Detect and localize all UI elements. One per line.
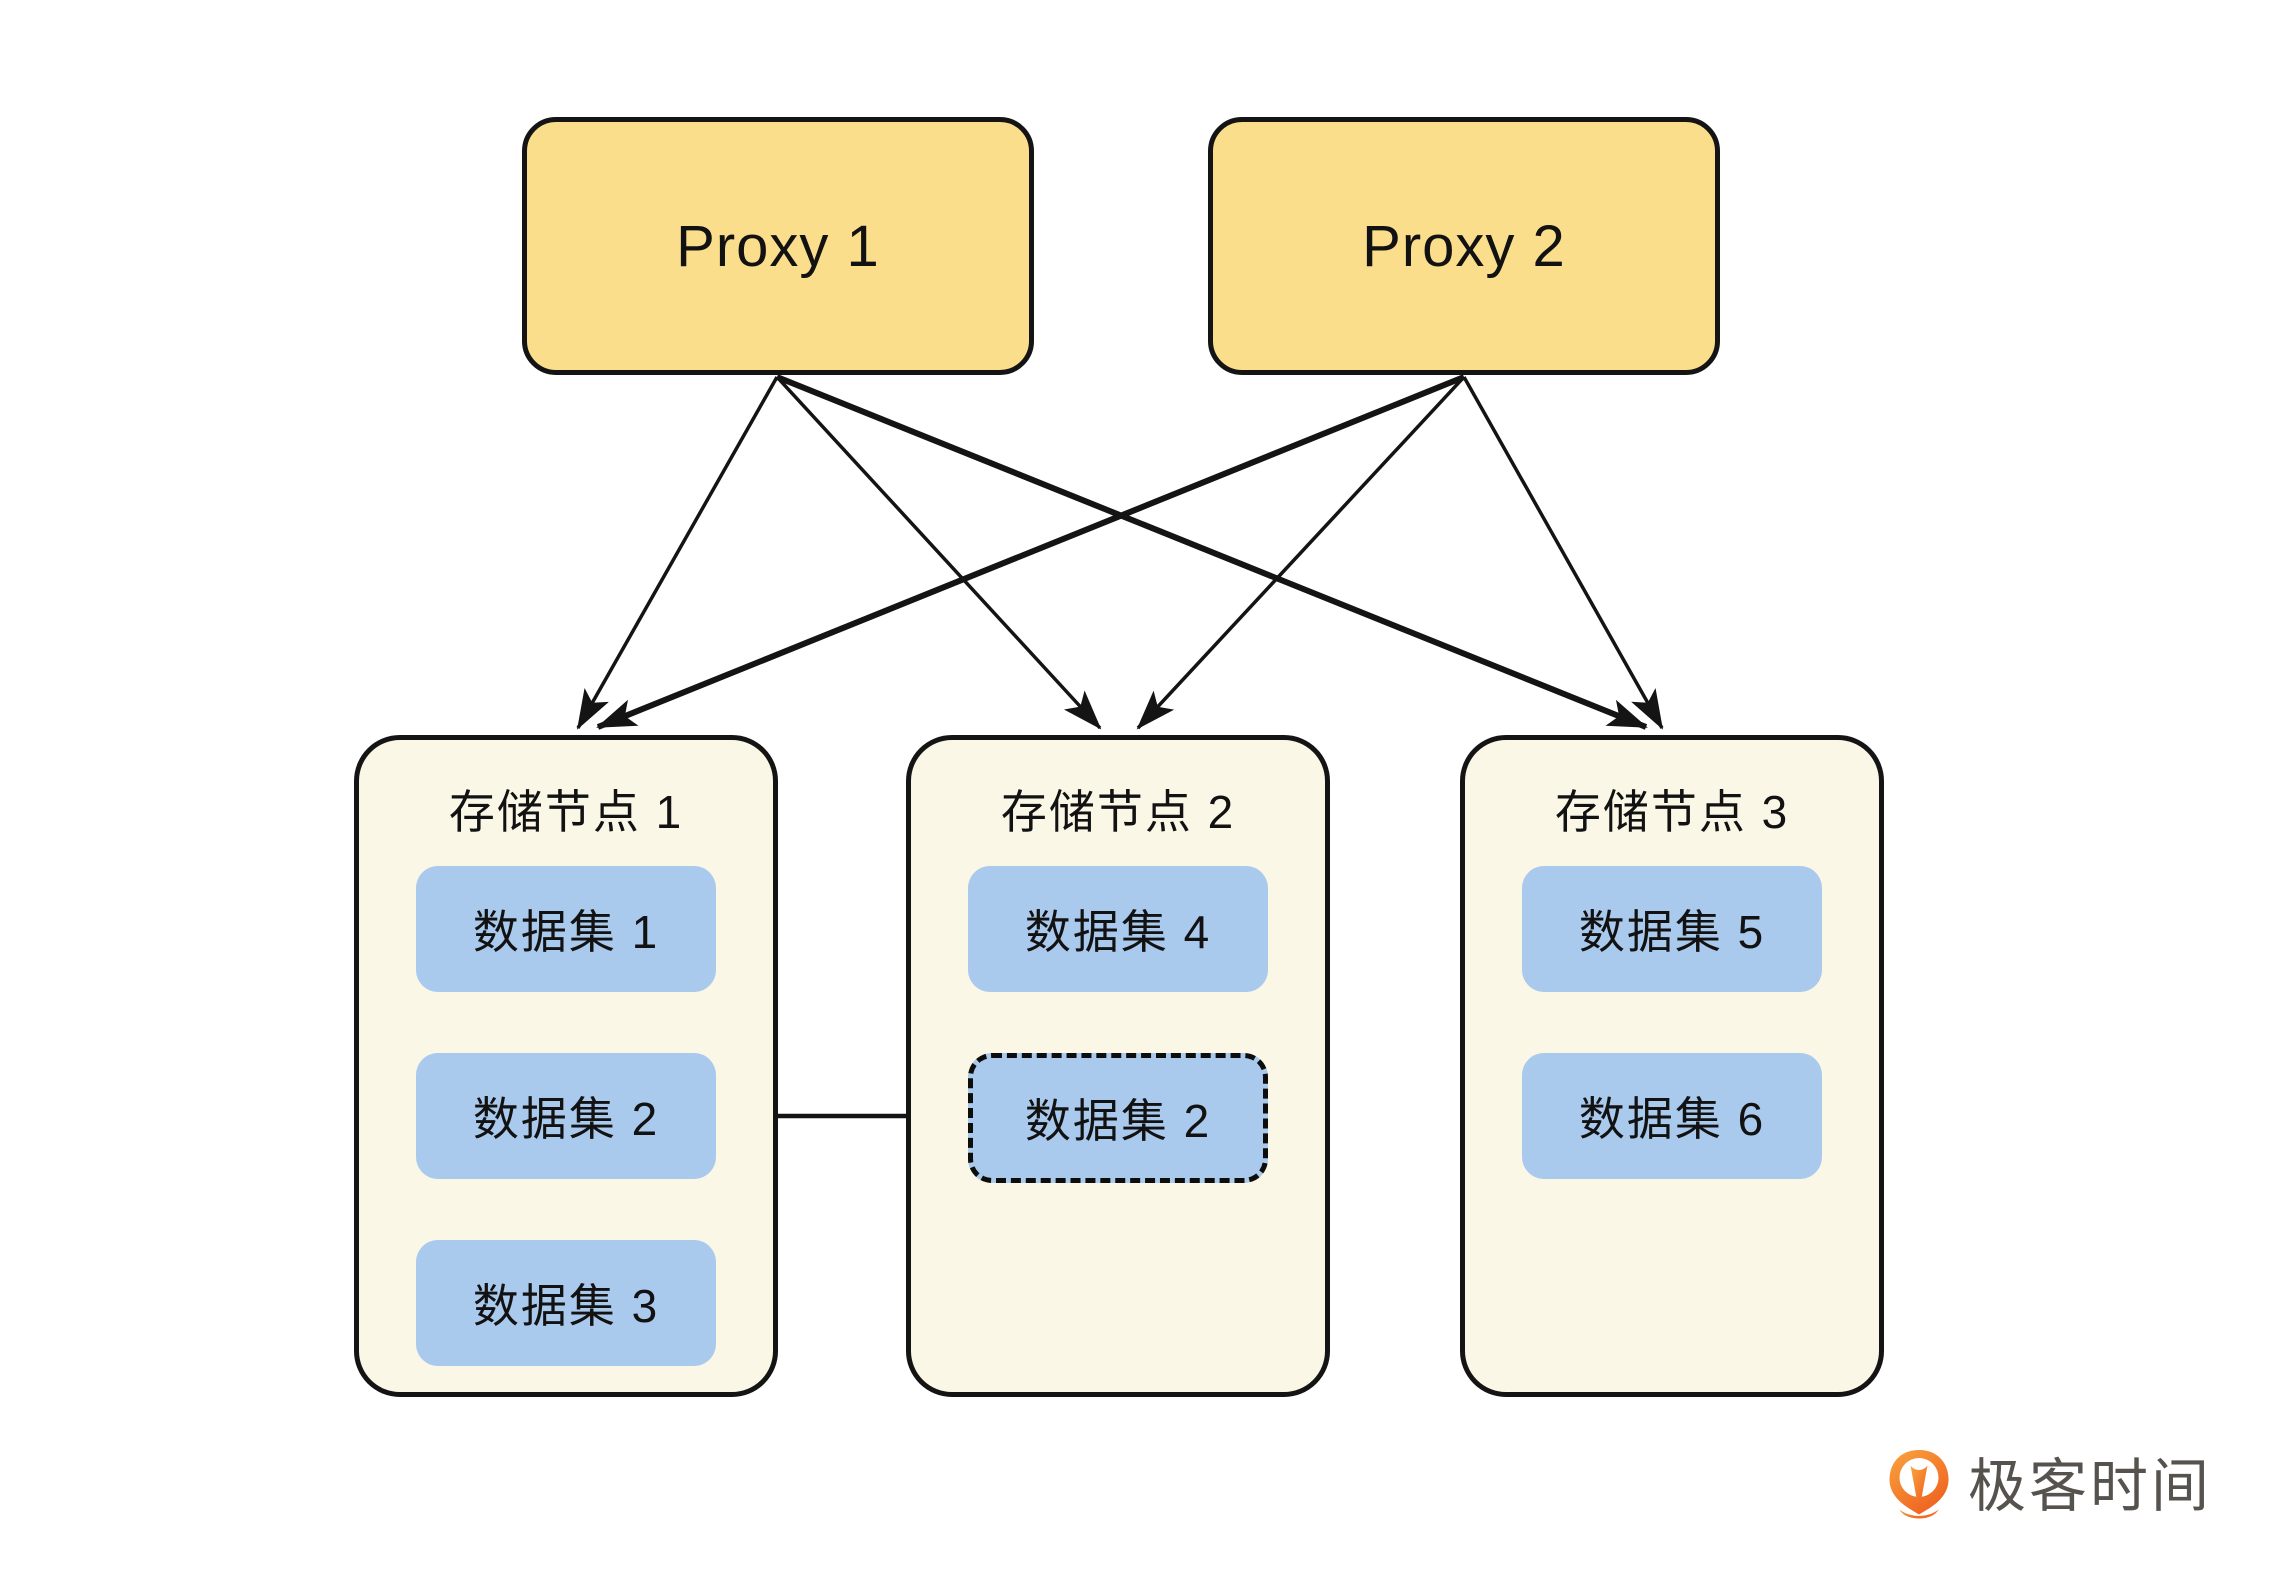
storage-node-1-title: 存储节点 1 xyxy=(448,786,684,838)
proxy-2-label: Proxy 2 xyxy=(1362,213,1566,279)
geektime-pin-icon xyxy=(1889,1450,1949,1519)
arrow-proxy1-to-node3 xyxy=(775,374,1648,730)
geektime-logo-text: 极客时间 xyxy=(1968,1454,2213,1519)
arrow-proxy2-to-node2 xyxy=(1136,375,1466,730)
dataset-chip-2-replica-dashed: 数据集 2 xyxy=(968,1053,1268,1183)
proxy-1-label: Proxy 1 xyxy=(676,213,880,279)
arrow-proxy2-to-node3 xyxy=(1462,376,1664,730)
arrow-proxy1-to-node2 xyxy=(775,375,1102,730)
storage-node-2-box: 存储节点 2 数据集 4 数据集 2 xyxy=(906,735,1330,1397)
dataset-chip-2: 数据集 2 xyxy=(416,1053,716,1179)
proxy-2-box: Proxy 2 xyxy=(1208,117,1720,375)
storage-node-1-box: 存储节点 1 数据集 1 数据集 2 数据集 3 xyxy=(354,735,778,1397)
dataset-chip-4: 数据集 4 xyxy=(968,866,1268,992)
proxy-1-box: Proxy 1 xyxy=(522,117,1034,375)
storage-node-3-title: 存储节点 3 xyxy=(1554,786,1790,838)
arrow-proxy2-to-node1 xyxy=(596,374,1466,730)
geektime-logo: 极客时间 xyxy=(1884,1448,2212,1526)
dataset-chip-1: 数据集 1 xyxy=(416,866,716,992)
dataset-chip-5: 数据集 5 xyxy=(1522,866,1822,992)
dataset-chip-6: 数据集 6 xyxy=(1522,1053,1822,1179)
dataset-chip-3: 数据集 3 xyxy=(416,1240,716,1366)
arrow-proxy1-to-node1 xyxy=(576,376,779,730)
storage-node-3-box: 存储节点 3 数据集 5 数据集 6 xyxy=(1460,735,1884,1397)
storage-node-2-title: 存储节点 2 xyxy=(1000,786,1236,838)
